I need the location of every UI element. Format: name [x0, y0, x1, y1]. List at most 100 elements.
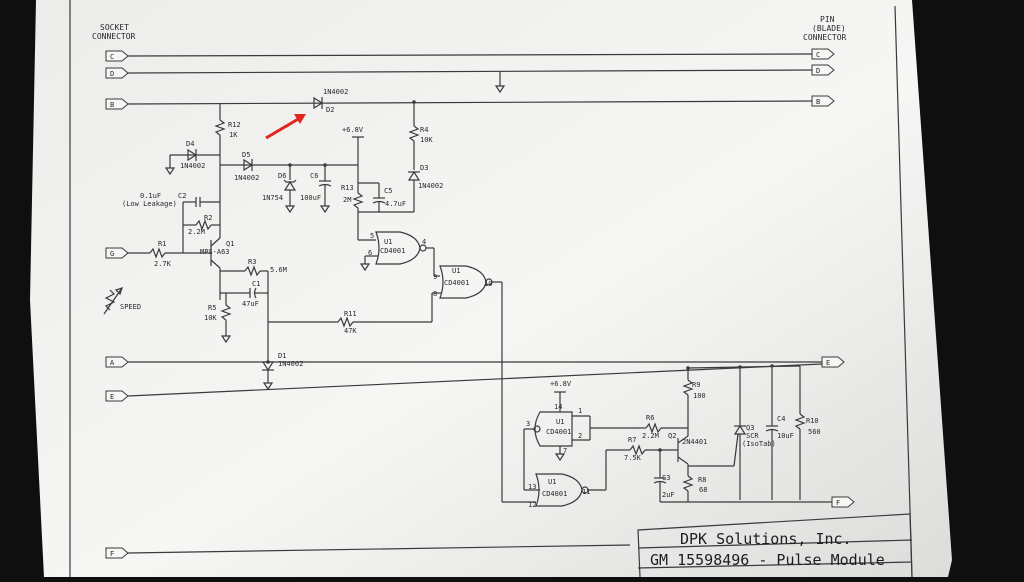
- resistor-r8: R8 68: [682, 465, 734, 502]
- speed-potentiometer: SPEED: [103, 287, 141, 315]
- resistor-r4: R4 10K: [408, 100, 433, 170]
- nor-gate-u1-c: U1 CD4001 14 1 2 3 7: [523, 403, 640, 491]
- pin-8: 8: [433, 290, 437, 298]
- u1-b-ref: U1: [452, 267, 460, 275]
- r5-ref: R5: [208, 304, 216, 312]
- r2-ref: R2: [204, 214, 212, 222]
- pin-10: 10: [484, 280, 492, 288]
- capacitor-c1: C1 47uF: [220, 280, 268, 308]
- resistor-r12: R12 1K: [214, 104, 241, 155]
- resistor-r1: R1 2.7K: [128, 240, 211, 268]
- pin-f-right: F: [836, 499, 840, 507]
- r10-value: 560: [808, 428, 821, 436]
- q3-part: SCR: [746, 432, 759, 440]
- c3-ref: C3: [662, 474, 670, 482]
- u1-d-part: CD4001: [542, 490, 567, 498]
- c1-value: 47uF: [242, 300, 259, 308]
- capacitor-c6: C6 100uF: [300, 165, 332, 214]
- supply2-label: +6.8V: [550, 380, 572, 388]
- pin-5: 5: [370, 232, 374, 240]
- transistor-q2: Q2 2N4401: [668, 428, 707, 476]
- r11-ref: R11: [344, 310, 357, 318]
- bus-wires: [127, 53, 823, 554]
- nor-gate-u1-b: U1 CD4001 9 8 10: [432, 265, 536, 503]
- pin-d-right: D: [816, 67, 820, 75]
- paper-sheet: [30, 0, 952, 577]
- d3-part: 1N4002: [418, 182, 443, 190]
- c1-ref: C1: [252, 280, 260, 288]
- right-connector-pins: C D B E F: [811, 48, 855, 508]
- c5-value: 4.7uF: [385, 200, 406, 208]
- pin-b-right: B: [816, 98, 820, 106]
- r7-value: 7.5K: [624, 454, 642, 462]
- r6-ref: R6: [646, 414, 654, 422]
- c5-ref: C5: [384, 187, 392, 195]
- nor-gate-u1-d: U1 CD4001 13 12 11: [528, 449, 624, 509]
- r9-value: 100: [693, 392, 706, 400]
- pin-1: 1: [578, 407, 582, 415]
- r11-value: 47K: [344, 327, 357, 335]
- pin-11: 11: [582, 488, 590, 496]
- q1-ref: Q1: [226, 240, 234, 248]
- q2-ref: Q2: [668, 432, 676, 440]
- q2-part: 2N4401: [682, 438, 707, 446]
- c4-value: 10uF: [777, 432, 794, 440]
- pin-f-left: F: [110, 550, 114, 558]
- zener-d6: D6 1N754: [262, 165, 297, 214]
- resistor-r11: R11 47K: [268, 293, 433, 335]
- r9-ref: R9: [692, 381, 700, 389]
- d4-ref: D4: [186, 140, 194, 148]
- supply1-label: +6.8V: [342, 126, 364, 134]
- diode-d3: D3 1N4002: [407, 164, 443, 212]
- pin-4: 4: [422, 238, 426, 246]
- pin-c-left: C: [110, 53, 114, 61]
- drawing-title: GM 15598496 - Pulse Module: [650, 551, 885, 569]
- r5-value: 10K: [204, 314, 217, 322]
- d5-part: 1N4002: [234, 174, 259, 182]
- resistor-r9: R9 100: [682, 368, 706, 428]
- diode-d2: 1N4002 D2: [313, 88, 348, 114]
- capacitor-c5: C5 4.7uF: [358, 182, 414, 213]
- scr-q3: Q3 SCR (IsoTab): [733, 368, 776, 500]
- socket-connector-label-2: CONNECTOR: [92, 32, 136, 41]
- resistor-r10: R10 560: [794, 366, 821, 500]
- diode-d4: D4 1N4002: [164, 140, 220, 176]
- pin-c-right: C: [816, 51, 820, 59]
- pin-connector-label: PIN: [820, 15, 835, 24]
- r4-value: 10K: [420, 136, 433, 144]
- r8-value: 68: [699, 486, 707, 494]
- left-connector-pins: C D B G A E F: [105, 50, 129, 559]
- c4-ref: C4: [777, 415, 785, 423]
- c2-value: 0.1uF: [140, 192, 161, 200]
- diode-d5: D5 1N4002: [220, 151, 358, 182]
- r12-ref: R12: [228, 121, 241, 129]
- supply-6v8-top: +6.8V: [342, 126, 364, 165]
- pin-13: 13: [528, 483, 536, 491]
- speed-label: SPEED: [120, 303, 141, 311]
- pin-e-right: E: [826, 359, 830, 367]
- capacitor-c2: C2 0.1uF (Low Leakage): [122, 192, 220, 253]
- r10-ref: R10: [806, 417, 819, 425]
- resistor-r13: R13 2M: [341, 165, 376, 241]
- d5-ref: D5: [242, 151, 250, 159]
- d2-part: 1N4002: [323, 88, 348, 96]
- pin-7: 7: [563, 447, 567, 455]
- r2-value: 2.2M: [188, 228, 205, 236]
- u1-a-ref: U1: [384, 238, 392, 246]
- d6-part: 1N754: [262, 194, 283, 202]
- r4-ref: R4: [420, 126, 428, 134]
- supply-6v8-bottom: +6.8V: [550, 380, 572, 412]
- d4-part: 1N4002: [180, 162, 205, 170]
- pin-a-left: A: [110, 359, 115, 367]
- pin-connector-label-2: (BLADE): [812, 24, 846, 33]
- u1-c-ref: U1: [556, 418, 564, 426]
- c2-note: (Low Leakage): [122, 200, 177, 208]
- r13-value: 2M: [343, 196, 351, 204]
- c2-ref: C2: [178, 192, 186, 200]
- u1-b-part: CD4001: [444, 279, 469, 287]
- u1-d-ref: U1: [548, 478, 556, 486]
- resistor-r2: R2 2.2M: [183, 214, 220, 236]
- q3-ref: Q3: [746, 424, 754, 432]
- r3-value: 5.6M: [270, 266, 287, 274]
